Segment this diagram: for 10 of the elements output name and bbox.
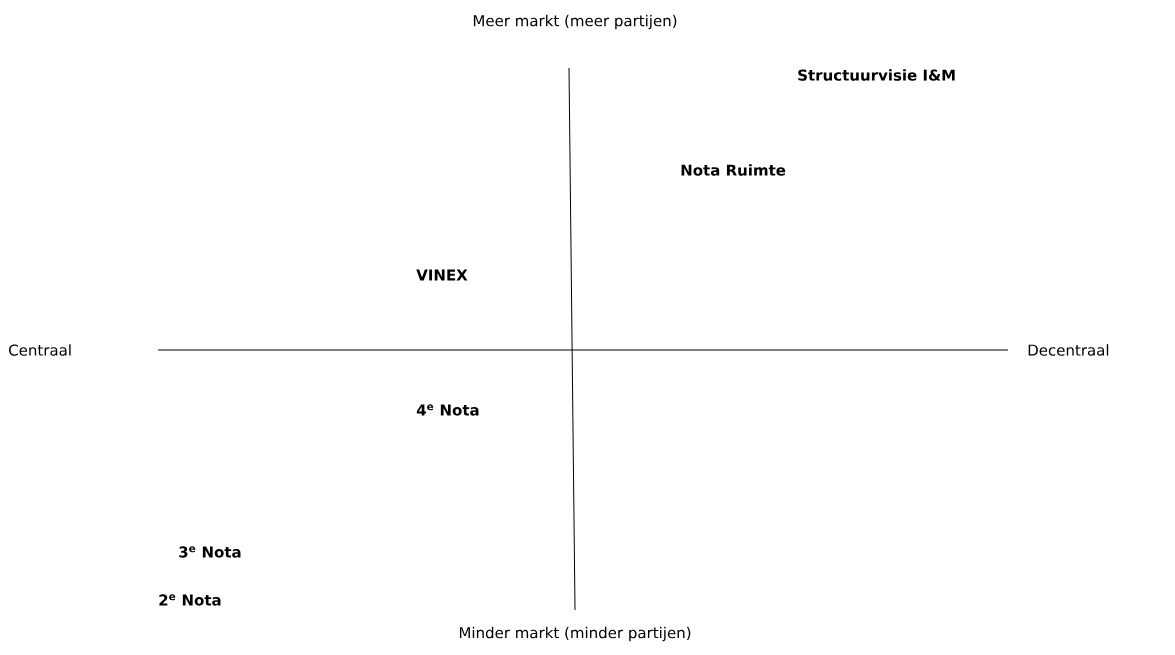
axis-label: Meer markt (meer partijen) [473,14,677,30]
axis-label: Minder markt (minder partijen) [459,626,691,642]
point-label: VINEX [416,269,468,281]
point-label: 3$^{e}$ Nota [179,546,241,558]
point-label: 4$^{e}$ Nota [416,404,479,416]
axis-label: Centraal [9,344,71,356]
point-label: Structuurvisie I&M [798,69,955,81]
axis-label: Decentraal [1028,344,1109,356]
point-label: 2$^{e}$ Nota [159,594,221,606]
point-label: Nota Ruimte [681,164,786,176]
